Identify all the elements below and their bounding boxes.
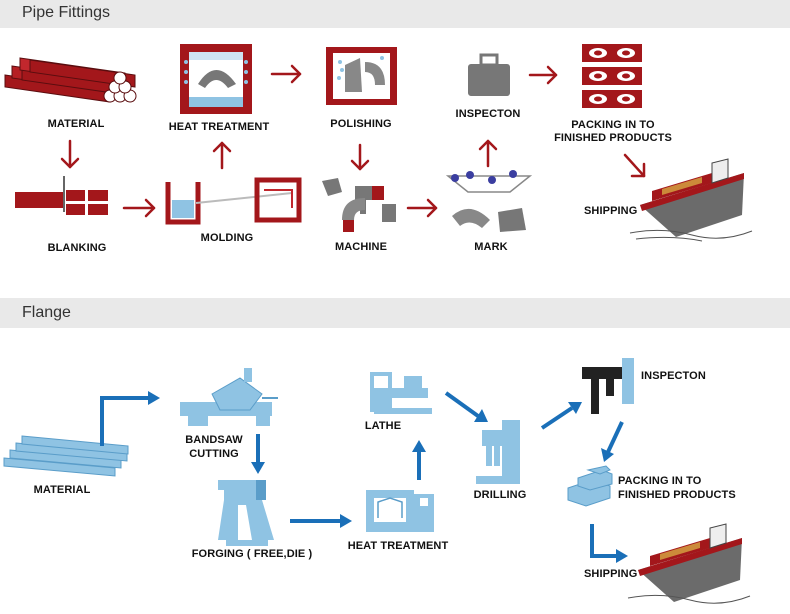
lathe-icon xyxy=(370,372,432,414)
arrow-lathe-to-drilling xyxy=(444,391,488,422)
pipe-label-inspection: INSPECTON xyxy=(455,108,521,120)
furnace-icon xyxy=(180,44,252,114)
arrow-material-to-bandsaw xyxy=(100,391,160,446)
pipe-flow-arrows xyxy=(60,64,646,218)
flange-label-bandsaw-line2: CUTTING xyxy=(189,448,239,460)
flange-label-forging: FORGING ( FREE,DIE ) xyxy=(191,548,313,560)
flange-label-packing-line1: PACKING IN TO xyxy=(618,475,702,487)
arrow-packing-to-shipping xyxy=(590,524,628,563)
packing-boxes-icon xyxy=(567,465,613,507)
flange-flow-arrows xyxy=(100,391,628,563)
pipe-label-material: MATERIAL xyxy=(47,118,105,130)
flange-label-bandsaw-line1: BANDSAW xyxy=(185,434,243,446)
cargo-ship-icon xyxy=(629,158,753,242)
pipe-label-mark: MARK xyxy=(474,241,508,253)
flange-label-packing-line2: FINISHED PRODUCTS xyxy=(618,489,736,501)
pipe-fittings-header: Pipe Fittings xyxy=(0,0,790,28)
arrow-mark-to-inspection xyxy=(478,139,498,168)
arrow-molding-to-heat xyxy=(212,141,232,170)
inspection-case-icon xyxy=(468,53,510,96)
pipe-label-packing-line2: FINISHED PRODUCTS xyxy=(554,132,672,144)
arrow-machine-to-mark xyxy=(406,198,438,218)
pipe-label-blanking: BLANKING xyxy=(47,242,107,254)
arrow-forging-to-heat xyxy=(290,514,352,528)
pipe-label-polishing: POLISHING xyxy=(330,118,392,130)
caliper-icon xyxy=(582,358,634,414)
arrow-heat-to-polishing xyxy=(270,64,302,84)
heat-treatment-furnace-icon xyxy=(366,490,434,532)
marking-tools-icon xyxy=(445,170,533,232)
arrow-heat-to-lathe xyxy=(412,440,426,480)
arrow-inspection-to-packing xyxy=(528,65,558,85)
machined-fittings-icon xyxy=(322,178,396,232)
arrow-inspection-to-packing xyxy=(601,421,624,462)
flange-header: Flange xyxy=(0,298,790,328)
arrow-packing-to-shipping xyxy=(623,153,646,178)
arrow-bandsaw-to-forging xyxy=(251,434,265,474)
pipe-fittings-title: Pipe Fittings xyxy=(22,4,111,21)
arrow-drilling-to-inspection xyxy=(540,402,582,430)
pipe-bundle-icon xyxy=(4,57,137,103)
arrow-blanking-to-molding xyxy=(122,198,156,218)
flange-label-lathe: LATHE xyxy=(364,420,402,432)
arrow-polishing-to-machine xyxy=(350,143,370,171)
flange-title: Flange xyxy=(22,304,71,321)
pipe-label-packing-line1: PACKING IN TO xyxy=(571,119,655,131)
flange-label-heat-treatment: HEAT TREATMENT xyxy=(347,540,449,552)
pipe-label-molding: MOLDING xyxy=(200,232,254,244)
flange-label-inspection: INSPECTON xyxy=(641,370,706,382)
forging-hammer-icon xyxy=(218,480,274,546)
flange-label-material: MATERIAL xyxy=(33,484,91,496)
bandsaw-icon xyxy=(180,368,278,426)
flange-label-drilling: DRILLING xyxy=(473,489,527,501)
blanking-icon xyxy=(15,176,108,215)
drilling-machine-icon xyxy=(476,420,520,484)
pipe-label-shipping: SHIPPING xyxy=(584,205,638,217)
arrow-material-to-blanking xyxy=(60,139,80,169)
pipe-label-machine: MACHINE xyxy=(334,241,388,253)
flange-label-shipping: SHIPPING xyxy=(584,568,638,580)
polishing-machine-icon xyxy=(326,47,397,105)
pipe-label-heat-treatment: HEAT TREATMENT xyxy=(168,121,270,133)
packed-products-icon xyxy=(582,44,642,108)
steel-bars-icon xyxy=(3,435,129,477)
cargo-ship-icon-flange xyxy=(627,523,751,604)
molding-press-icon xyxy=(165,177,302,225)
